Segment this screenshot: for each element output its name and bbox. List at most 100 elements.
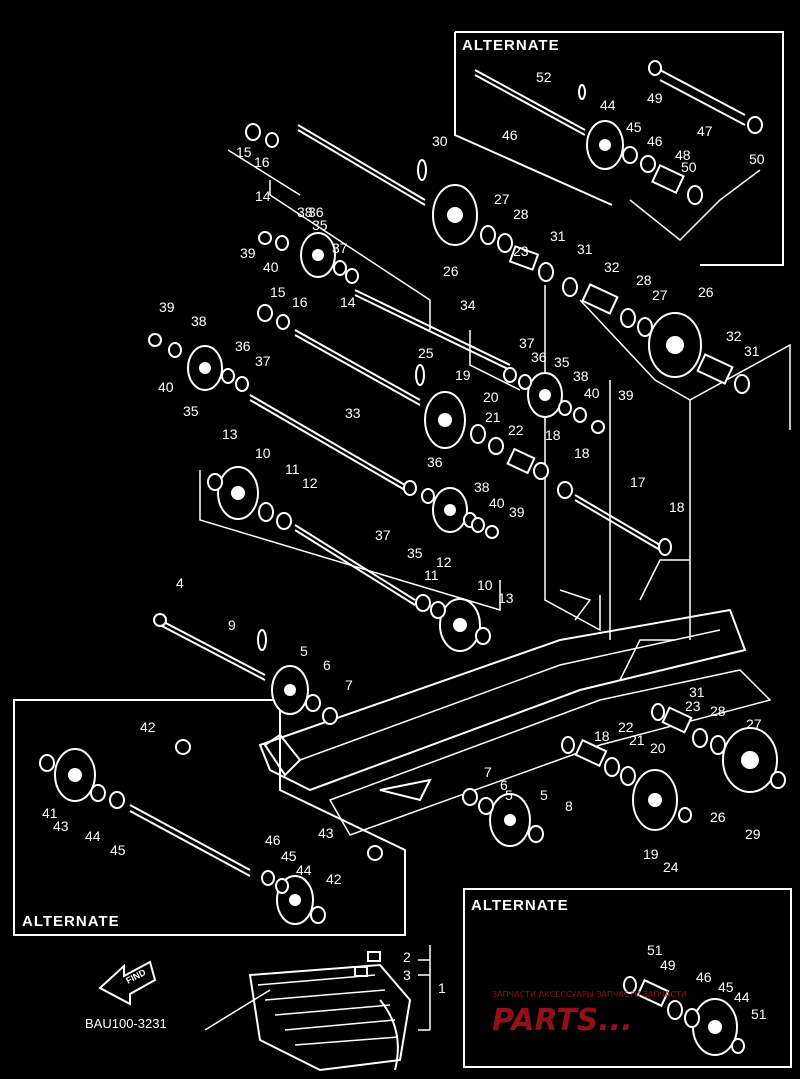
leader-lines	[204, 149, 431, 1031]
shaft-lower	[294, 524, 416, 601]
callout-45: 45	[281, 848, 297, 864]
callout-5: 5	[505, 787, 513, 803]
callout-24: 24	[663, 859, 679, 875]
wheel-35-a	[300, 232, 336, 278]
callout-39: 39	[159, 299, 175, 315]
callout-37: 37	[375, 527, 391, 543]
callout-46: 46	[265, 832, 281, 848]
callout-38: 38	[573, 368, 589, 384]
callout-42: 42	[140, 719, 156, 735]
callout-40: 40	[489, 495, 505, 511]
callout-44: 44	[600, 97, 616, 113]
callout-36: 36	[427, 454, 443, 470]
callout-36: 36	[308, 204, 324, 220]
shaft-41	[129, 804, 251, 871]
callout-51: 51	[647, 942, 663, 958]
callout-46: 46	[696, 969, 712, 985]
callout-32: 32	[604, 259, 620, 275]
callout-16: 16	[254, 154, 270, 170]
callout-17: 17	[630, 474, 646, 490]
slide-rail-frame	[199, 169, 791, 836]
wheel-44-left	[54, 748, 96, 802]
callout-39: 39	[509, 504, 525, 520]
callout-20: 20	[650, 740, 666, 756]
callout-51: 51	[751, 1006, 767, 1022]
callout-19: 19	[455, 367, 471, 383]
wheel-35-c	[527, 372, 563, 418]
callout-23: 23	[513, 243, 529, 259]
callout-32: 32	[726, 328, 742, 344]
callout-39: 39	[240, 245, 256, 261]
callout-45: 45	[718, 979, 734, 995]
callout-14: 14	[340, 294, 356, 310]
callout-37: 37	[332, 240, 348, 256]
callout-3: 3	[403, 967, 411, 983]
alternate-box-left: ALTERNATE	[13, 699, 406, 936]
callout-10: 10	[477, 577, 493, 593]
callout-43: 43	[318, 825, 334, 841]
watermark-subtext: ЗАПЧАСТИ АКСЕССУАРЫ ЗАПЧАСТИ ЗАПЧАСТИ	[492, 990, 687, 999]
callout-20: 20	[483, 389, 499, 405]
shaft-14	[294, 329, 421, 401]
callout-22: 22	[508, 422, 524, 438]
wheel-10-right	[439, 598, 481, 652]
watermark: PARTS... ЗАПЧАСТИ АКСЕССУАРЫ ЗАПЧАСТИ ЗА…	[492, 990, 687, 1038]
callout-35: 35	[312, 217, 328, 233]
wheel-19-mid	[424, 391, 466, 449]
shafts	[129, 69, 746, 877]
alternate-label-top: ALTERNATE	[462, 37, 560, 54]
callout-35: 35	[183, 403, 199, 419]
callout-28: 28	[513, 206, 529, 222]
callout-21: 21	[485, 409, 501, 425]
callout-45: 45	[626, 119, 642, 135]
callout-37: 37	[255, 353, 271, 369]
callout-11: 11	[285, 461, 300, 477]
callout-29: 29	[745, 826, 761, 842]
callout-37: 37	[519, 335, 535, 351]
callout-7: 7	[345, 677, 353, 693]
callout-31: 31	[550, 228, 566, 244]
callout-38: 38	[297, 204, 313, 220]
small-parts	[39, 60, 786, 1054]
wheel-44-bottom	[692, 998, 738, 1056]
callout-49: 49	[660, 957, 676, 973]
callout-15: 15	[270, 284, 286, 300]
alternate-box-top: ALTERNATE	[454, 31, 784, 266]
callout-27: 27	[494, 191, 510, 207]
shaft-14-top	[297, 124, 426, 201]
callout-31: 31	[689, 684, 705, 700]
callout-42: 42	[326, 871, 342, 887]
callout-45: 45	[110, 842, 126, 858]
wheel-5-mid	[271, 665, 309, 715]
alternate-label-bottom: ALTERNATE	[471, 897, 569, 914]
watermark-text: PARTS...	[492, 1003, 632, 1038]
callout-41: 41	[42, 805, 58, 821]
callout-7: 7	[484, 764, 492, 780]
alternate-label-left: ALTERNATE	[22, 913, 120, 930]
callout-28: 28	[710, 703, 726, 719]
wheel-35-d	[432, 487, 468, 533]
wheel-35-b	[187, 345, 223, 391]
callout-52: 52	[536, 69, 552, 85]
callout-8: 8	[565, 798, 573, 814]
callout-38: 38	[474, 479, 490, 495]
callout-5: 5	[540, 787, 548, 803]
callout-44: 44	[296, 862, 312, 878]
wheel-44-top	[586, 120, 624, 170]
find-arrow-icon: FIND	[98, 960, 157, 1006]
callout-38: 38	[191, 313, 207, 329]
callout-40: 40	[158, 379, 174, 395]
callout-36: 36	[531, 349, 547, 365]
callout-46: 46	[647, 133, 663, 149]
part-code: BAU100-3231	[85, 1016, 167, 1031]
callout-2: 2	[403, 949, 411, 965]
callout-26: 26	[443, 263, 459, 279]
callout-44: 44	[734, 989, 750, 1005]
callout-49: 49	[647, 90, 663, 106]
callout-1: 1	[438, 980, 446, 996]
callout-22: 22	[618, 719, 634, 735]
callout-12: 12	[436, 554, 452, 570]
callout-18: 18	[574, 445, 590, 461]
callout-27: 27	[652, 287, 668, 303]
